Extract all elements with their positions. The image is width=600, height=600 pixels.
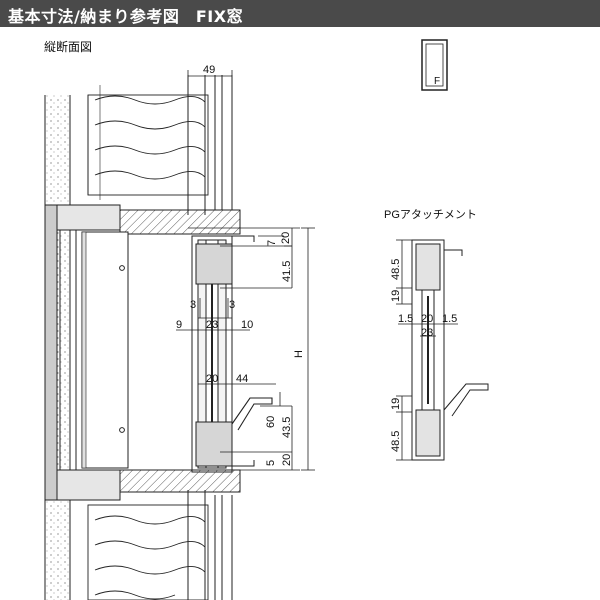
dim-23: 23 <box>206 319 218 331</box>
section-label: 縦断面図 <box>44 40 93 54</box>
dim-41-5: 41.5 <box>281 261 293 282</box>
dim-44: 44 <box>236 373 248 385</box>
sash-panel <box>81 231 129 469</box>
dim-43-5: 43.5 <box>281 417 293 438</box>
insulation-bottom <box>87 504 209 600</box>
detail-dim-23: 23 <box>421 327 433 339</box>
detail-dim-1-5-left: 1.5 <box>398 313 413 325</box>
insulation-top <box>87 85 209 200</box>
dim-20-mid: 20 <box>206 373 218 385</box>
head-trim <box>232 235 255 467</box>
detail-dimension-lines <box>396 239 458 461</box>
title-bar: 基本寸法/納まり参考図 FIX窓 <box>0 0 600 27</box>
head-member <box>119 209 241 235</box>
dim-49: 49 <box>203 64 215 76</box>
dim-9: 9 <box>176 319 182 331</box>
dim-20-top: 20 <box>280 232 292 244</box>
page-title: 基本寸法/納まり参考図 FIX窓 <box>8 7 244 26</box>
detail-dim-20: 20 <box>421 313 433 325</box>
detail-profile <box>411 239 489 461</box>
detail-dim-1-5-right: 1.5 <box>442 313 457 325</box>
dim-10: 10 <box>241 319 253 331</box>
inner-frame <box>191 235 233 473</box>
dim-3-right: 3 <box>229 299 235 311</box>
detail-dim-48-5-bottom: 48.5 <box>390 431 402 452</box>
dim-60: 60 <box>265 416 277 428</box>
icon-letter: F <box>434 76 440 87</box>
detail-dimension-labels: 48.5 19 1.5 20 1.5 23 19 48.5 <box>390 259 457 452</box>
window-frame <box>44 204 121 501</box>
bracket <box>231 397 273 431</box>
detail-label: PGアタッチメント <box>384 208 477 221</box>
dim-H: H <box>293 350 305 358</box>
detail-dim-19-bottom: 19 <box>390 398 402 410</box>
dim-3-left: 3 <box>190 299 196 311</box>
detail-dim-48-5-top: 48.5 <box>390 259 402 280</box>
main-dimension-labels: 49 20 7 41.5 3 3 9 23 10 H 20 44 60 43.5… <box>176 64 305 466</box>
detail-dim-19-top: 19 <box>390 290 402 302</box>
main-dimension-lines <box>176 70 315 471</box>
window-icon: F <box>421 39 448 91</box>
sill-member <box>119 469 241 493</box>
dim-20-bottom: 20 <box>281 454 293 466</box>
wall-layers <box>187 75 233 600</box>
dim-5: 5 <box>265 460 277 466</box>
dim-7: 7 <box>266 240 278 246</box>
